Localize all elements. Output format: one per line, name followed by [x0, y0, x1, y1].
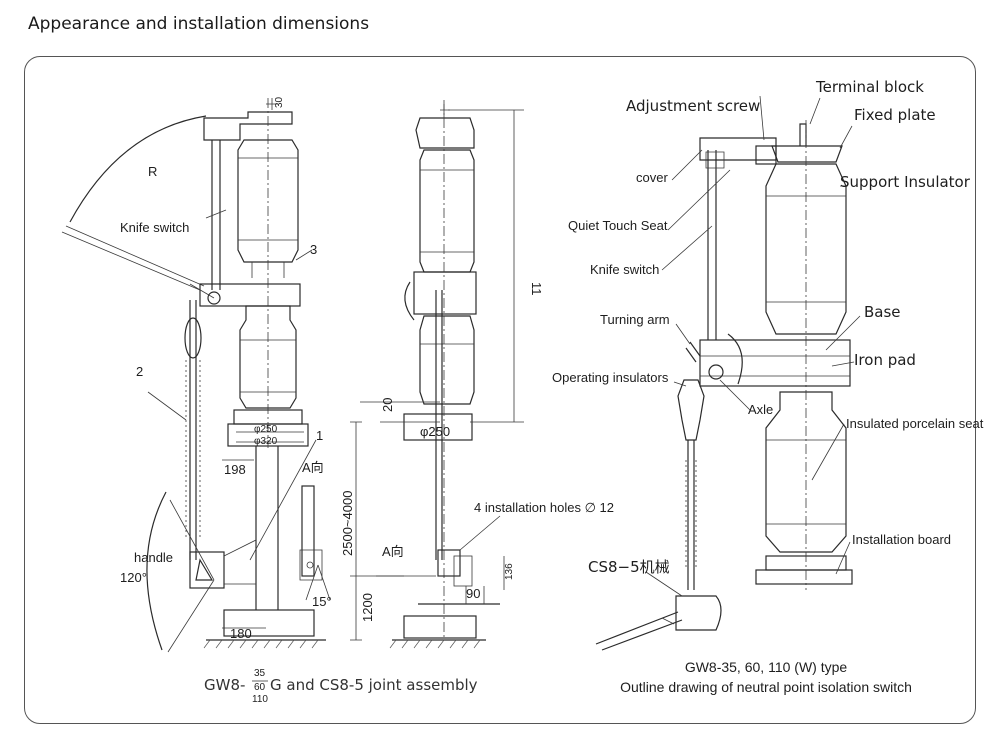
insulated-porcelain-seat-label: Insulated porcelain seat: [846, 416, 984, 431]
right-caption-line2: Outline drawing of neutral point isolati…: [620, 679, 912, 695]
cs8-mechanism: [675, 595, 722, 631]
angle-15-label: 15°: [312, 594, 332, 609]
caption-sub: 110: [252, 694, 268, 705]
fixed-plate: [771, 145, 843, 163]
dim-11: 11: [529, 282, 544, 296]
installation-board-label: Installation board: [852, 532, 951, 547]
left-caption: GW8- 35 60 110 G and CS8-5 joint assembl…: [204, 668, 478, 705]
adjustment-screw-label: Adjustment screw: [626, 97, 760, 115]
caption-sup: 35: [254, 668, 266, 679]
mid-upper-insulator: [419, 149, 475, 273]
axle-label: Axle: [748, 402, 773, 417]
callout-3: 3: [310, 242, 317, 257]
caption-mid: 60: [254, 682, 266, 693]
mid-lower-insulator: [419, 315, 475, 405]
mid-mechanism: [437, 549, 461, 577]
operating-insulator: [677, 379, 705, 441]
open-blade: [61, 225, 205, 291]
support-insulator-lower: [765, 391, 847, 553]
operating-insulators-label: Operating insulators: [552, 370, 669, 385]
axle-circle: [708, 364, 724, 380]
dim-phi320: φ320: [254, 436, 278, 447]
view-a-label-left: A向: [302, 460, 324, 475]
support-insulator-label: Support Insulator: [840, 173, 971, 191]
radius-label: R: [148, 164, 157, 179]
top-contact: [203, 111, 293, 141]
callout-1: 1: [316, 428, 323, 443]
right-caption-line1: GW8-35, 60, 110 (W) type: [685, 659, 848, 675]
drawing-frame: [24, 56, 976, 724]
column: [255, 446, 279, 610]
foundation: [223, 609, 315, 637]
dim-phi250-mid: φ250: [420, 424, 450, 439]
installation-holes-label: 4 installation holes ∅ 12: [474, 500, 614, 515]
operating-rod: [189, 300, 197, 560]
iron-pad-label: Iron pad: [854, 351, 916, 369]
angle-120-label: 120°: [120, 570, 147, 585]
lower-insulator: [239, 305, 297, 409]
caption-prefix: GW8-: [204, 676, 245, 694]
handle-arc: [146, 491, 167, 651]
caption-suffix: G and CS8-5 joint assembly: [270, 676, 478, 694]
base-right: [699, 339, 851, 387]
dim-20: 20: [380, 398, 395, 412]
fixed-plate-label: Fixed plate: [854, 106, 936, 124]
right-operating-rod: [687, 440, 695, 590]
mid-top-contact: [415, 117, 475, 149]
callout-2: 2: [136, 364, 143, 379]
dim-90: 90: [466, 586, 480, 601]
support-insulator-upper: [765, 163, 847, 335]
right-caption: GW8-35, 60, 110 (W) type Outline drawing…: [620, 659, 912, 695]
terminal-block: [799, 123, 807, 146]
dim-2500-4000: 2500~4000: [340, 491, 355, 556]
quiet-touch-seat-label: Quiet Touch Seat: [568, 218, 668, 233]
top-arm: [699, 137, 777, 161]
page-title: Appearance and installation dimensions: [28, 14, 370, 34]
mid-base: [413, 271, 477, 315]
swing-arc: [69, 115, 207, 223]
mid-pedestal: [403, 413, 473, 441]
turning-arm: [685, 341, 701, 363]
dim-30: 30: [274, 96, 285, 108]
dim-1200: 1200: [360, 593, 375, 622]
knife-switch-right: [707, 150, 717, 340]
middle-drawing: 11 20 φ250 2500~4000 1200 136 90 4 insta…: [340, 100, 614, 649]
mid-foundation: [403, 615, 477, 639]
dim-phi250-left: φ250: [254, 424, 278, 435]
turning-arm-label: Turning arm: [600, 312, 670, 327]
handle-mechanism: [189, 551, 225, 589]
dim-198: 198: [224, 462, 246, 477]
knife-switch-label-right: Knife switch: [590, 262, 659, 277]
cs8-mechanism-label: CS8−5机械: [588, 558, 670, 576]
knife-switch-label-left: Knife switch: [120, 220, 189, 235]
dim-180: 180: [230, 626, 252, 641]
mid-rod: [435, 290, 443, 560]
adjustment-screw: [755, 145, 777, 165]
right-drawing: Terminal block Adjustment screw Fixed pl…: [552, 78, 984, 651]
view-a-label-mid: A向: [382, 544, 404, 559]
base-plate: [199, 283, 301, 307]
knife-rod: [211, 140, 221, 290]
terminal-block-label: Terminal block: [815, 78, 924, 96]
cover-label: cover: [636, 170, 668, 185]
upper-insulator: [237, 139, 299, 263]
left-drawing: R Knife switch 3 2 1 A向 handle 120° 15° …: [61, 96, 332, 653]
installation-board: [755, 569, 853, 585]
base-label: Base: [864, 303, 901, 321]
dim-136: 136: [504, 563, 515, 580]
handle-label: handle: [134, 550, 173, 565]
